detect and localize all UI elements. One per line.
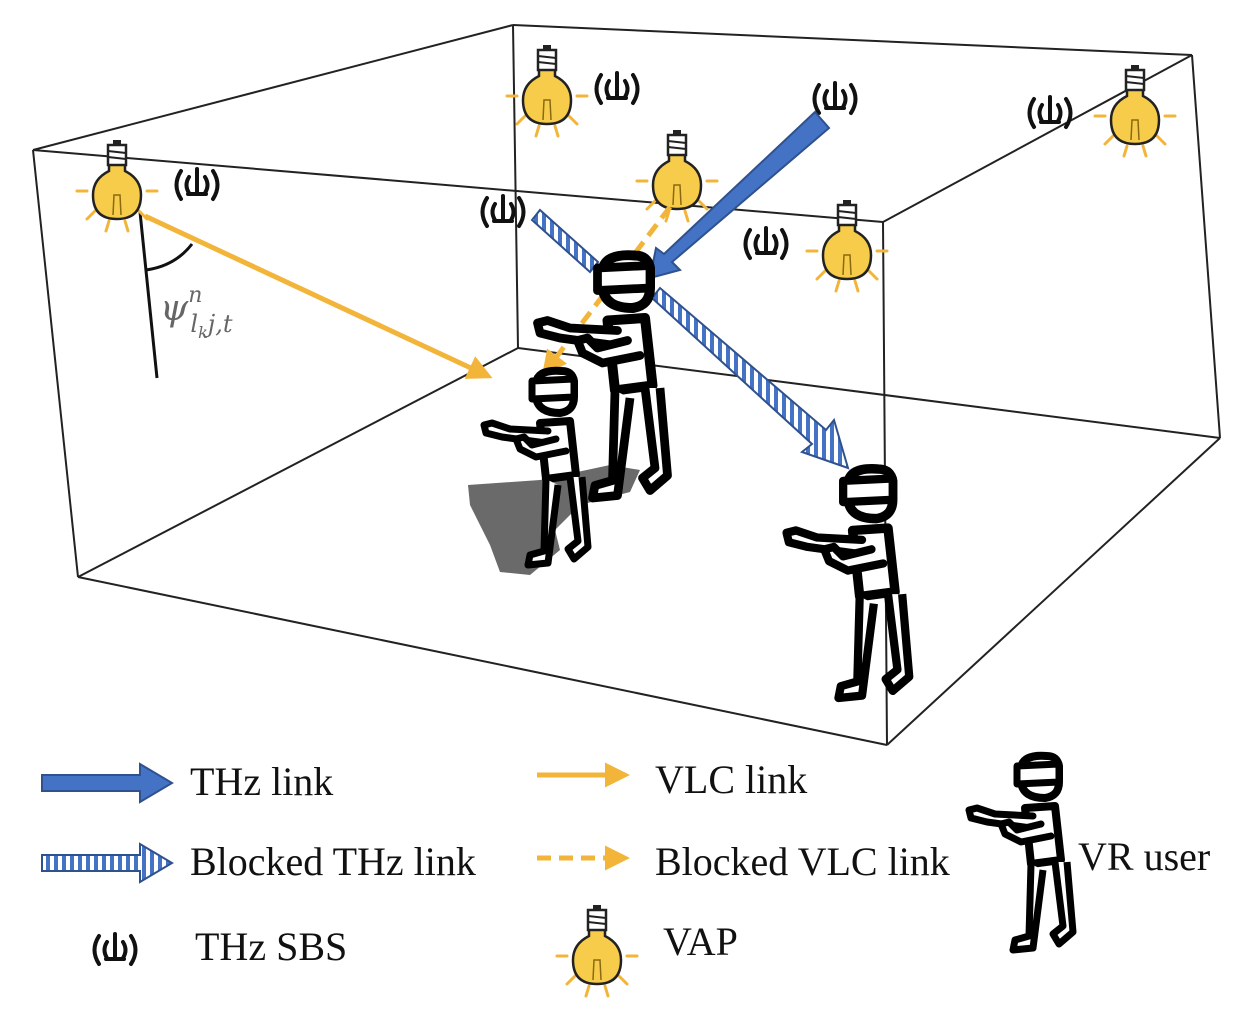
legend-vap-label: VAP <box>663 919 738 964</box>
vap-bulb-back <box>505 43 589 138</box>
thz-sbs-antenna-right <box>1027 95 1073 129</box>
legend-thz-link-label: THz link <box>190 759 333 804</box>
legend-blocked-vlc-link-label: Blocked VLC link <box>655 839 950 884</box>
legend-vr-user-label: VR user <box>1078 834 1210 879</box>
legend-vlc-link-label: VLC link <box>655 757 807 802</box>
blocked-thz-link-arrow <box>650 286 850 470</box>
thz-sbs-antenna-center <box>480 194 526 228</box>
vap-bulb-front-right <box>805 198 889 293</box>
legend-vap-icon <box>555 903 639 998</box>
legend-blocked-thz-link-label: Blocked THz link <box>190 839 476 884</box>
angle-annotation <box>138 211 194 379</box>
thz-link-arrow <box>648 110 831 280</box>
legend-thz-link-swatch <box>41 762 174 804</box>
legend-thz-sbs-icon <box>92 932 138 966</box>
blocked-thz-link-segment <box>530 208 600 274</box>
vlc-link-arrow <box>143 213 493 379</box>
thz-sbs-antenna-front <box>743 226 789 260</box>
thz-sbs-antenna-top <box>812 81 858 115</box>
vr-user-right <box>787 469 910 698</box>
blocked-vlc-link-arrow <box>541 205 672 376</box>
legend-blocked-thz-link-swatch <box>41 842 174 884</box>
vap-bulb-right <box>1093 63 1177 158</box>
thz-sbs-antenna-back <box>594 71 640 105</box>
vap-bulb-center <box>635 128 719 223</box>
legend-thz-sbs-label: THz SBS <box>195 924 347 969</box>
thz-sbs-antenna-left <box>174 167 220 201</box>
legend-vr-user-icon <box>969 756 1073 950</box>
legend: THz link Blocked THz link THz SBS VLC li… <box>41 756 1210 998</box>
